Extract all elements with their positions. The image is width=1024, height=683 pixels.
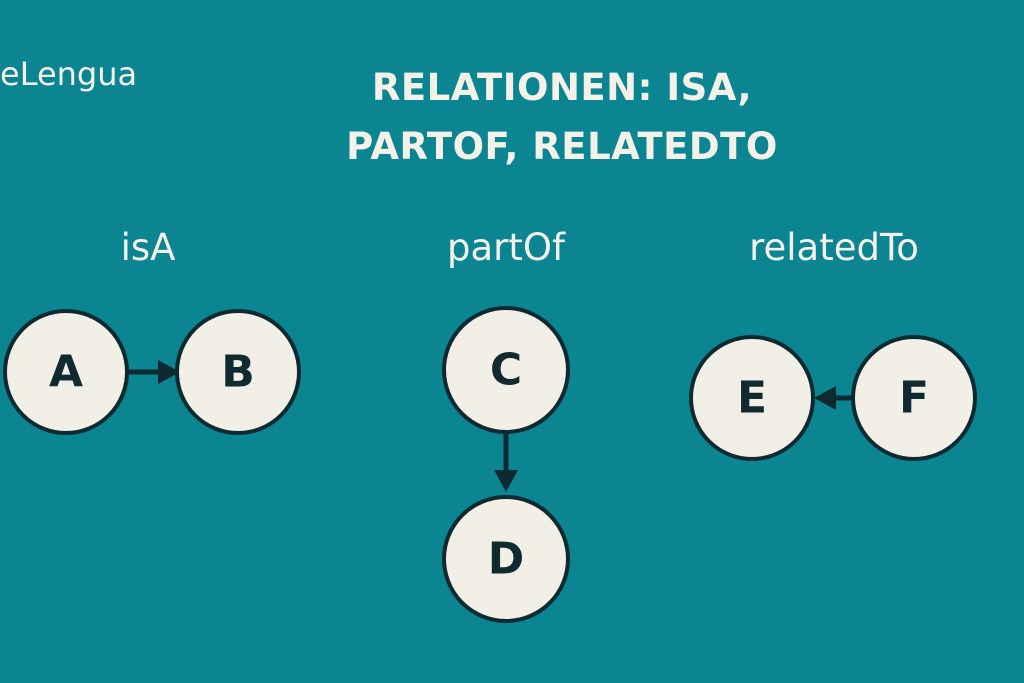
group-isa: A B <box>3 309 301 435</box>
group-partof: C D <box>442 306 570 623</box>
group-label-partof: partOf <box>446 226 566 269</box>
title-line-1: RELATIONEN: ISA, <box>371 66 753 109</box>
node-b-label: B <box>221 347 255 398</box>
node-c: C <box>442 306 570 434</box>
brand-logo-text: eLengua <box>0 55 138 93</box>
node-c-label: C <box>490 345 522 396</box>
node-a: A <box>3 309 129 435</box>
node-a-label: A <box>49 347 83 398</box>
group-relatedto: E F <box>689 335 977 461</box>
group-label-relatedto: relatedTo <box>749 226 919 269</box>
node-d: D <box>442 495 570 623</box>
title-line-2: PARTOF, RELATEDTO <box>346 125 778 168</box>
arrowhead-a-to-b <box>158 360 180 384</box>
arrowhead-c-to-d <box>494 470 518 492</box>
node-f: F <box>851 335 977 461</box>
group-label-isa: isA <box>120 226 176 269</box>
page-title: RELATIONEN: ISA, PARTOF, RELATEDTO <box>312 58 812 176</box>
node-e-label: E <box>737 373 767 424</box>
arrowhead-f-to-e <box>814 386 836 410</box>
node-e: E <box>689 335 815 461</box>
node-b: B <box>175 309 301 435</box>
node-f-label: F <box>899 373 929 424</box>
node-d-label: D <box>488 534 525 585</box>
